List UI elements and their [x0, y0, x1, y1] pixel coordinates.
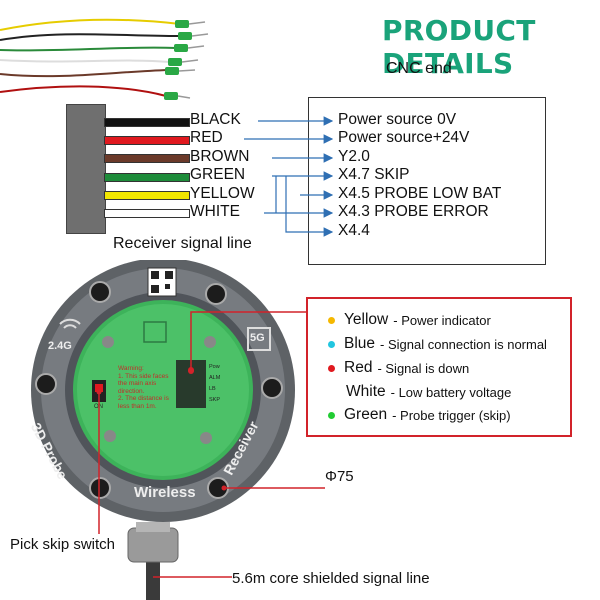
page-title: PRODUCT DETAILS [382, 14, 536, 80]
wire-label-black: BLACK [190, 111, 241, 128]
warning-line: less than 1m. [118, 402, 157, 410]
led-row-white: White - Low battery voltage [328, 383, 511, 401]
receiver-signal-line-label: Receiver signal line [113, 235, 252, 252]
led-name: Green [344, 406, 388, 423]
diameter-label: Φ75 [325, 468, 354, 485]
led-name: Red [344, 359, 373, 376]
warning-line: 1. This side faces [118, 372, 169, 380]
led-row-green: Green - Probe trigger (skip) [328, 406, 511, 424]
terminal-y2-0: Y2.0 [338, 148, 370, 165]
pick-skip-switch-label: Pick skip switch [10, 536, 116, 553]
led-desc: - Low battery voltage [390, 384, 512, 400]
cable-sheath [66, 104, 106, 234]
led-row-blue: Blue - Signal connection is normal [328, 335, 547, 353]
pcb-label: LB [209, 386, 216, 392]
signal-line-label: 5.6m core shielded signal line [232, 570, 430, 587]
warning-line: direction. [118, 387, 145, 395]
cnc-terminal-box [308, 97, 546, 265]
wiring-arrows [244, 116, 334, 237]
pcb-label: SKP [209, 397, 221, 403]
led-desc: - Signal is down [377, 360, 470, 376]
band-label: 5G [250, 332, 265, 344]
led-desc: - Signal connection is normal [380, 336, 547, 352]
led-dot-green [328, 411, 335, 419]
pcb-label: Pow [209, 364, 220, 370]
terminal-x4-7-skip: X4.7 SKIP [338, 166, 410, 183]
led-name: Blue [344, 335, 376, 352]
receiver-device-illustration [31, 260, 295, 600]
wire-bar-yellow [104, 191, 190, 200]
wire-bar-black [104, 118, 190, 127]
wire-label-brown: BROWN [190, 148, 250, 165]
loose-wires-illustration [0, 18, 209, 100]
wire-bar-brown [104, 154, 190, 163]
freq-label: 2.4G [48, 340, 72, 352]
warning-title: Warning: [118, 365, 144, 372]
led-row-yellow: Yellow - Power indicator [328, 311, 491, 329]
wire-label-yellow: YELLOW [190, 185, 255, 202]
led-row-red: Red - Signal is down [328, 359, 469, 377]
led-dot-blue [328, 340, 335, 348]
wire-bar-green [104, 173, 190, 182]
pcb-label: ALM [209, 375, 221, 381]
cnc-end-label: CNC end [386, 60, 452, 77]
terminal-x4-4: X4.4 [338, 222, 370, 239]
led-legend-box [306, 297, 572, 437]
wire-label-green: GREEN [190, 166, 246, 183]
wire-bar-red [104, 136, 190, 145]
pcb-led-labels: Pow ALM LB SKP [209, 362, 220, 406]
wire-label-red: RED [190, 129, 223, 146]
terminal-x4-3-error: X4.3 PROBE ERROR [338, 203, 489, 220]
terminal-power-24v: Power source+24V [338, 129, 470, 146]
wire-bar-white [104, 209, 190, 218]
terminal-x4-5-low-bat: X4.5 PROBE LOW BAT [338, 185, 502, 202]
terminal-power-0v: Power source 0V [338, 111, 457, 128]
wire-label-white: WHITE [190, 203, 240, 220]
led-name: Yellow [344, 311, 389, 328]
brand-bottom: Wireless [134, 484, 196, 501]
led-desc: - Power indicator [393, 312, 491, 328]
warning-line: the main axis [118, 380, 157, 387]
led-name: White [346, 383, 386, 400]
warning-text: Warning: 1. This side faces the main axi… [118, 365, 170, 410]
warning-line: 2. The distance is [118, 395, 169, 402]
led-desc: - Probe trigger (skip) [392, 407, 511, 423]
led-dot-white [328, 387, 337, 397]
led-dot-red [328, 364, 335, 372]
led-dot-yellow [328, 316, 335, 324]
